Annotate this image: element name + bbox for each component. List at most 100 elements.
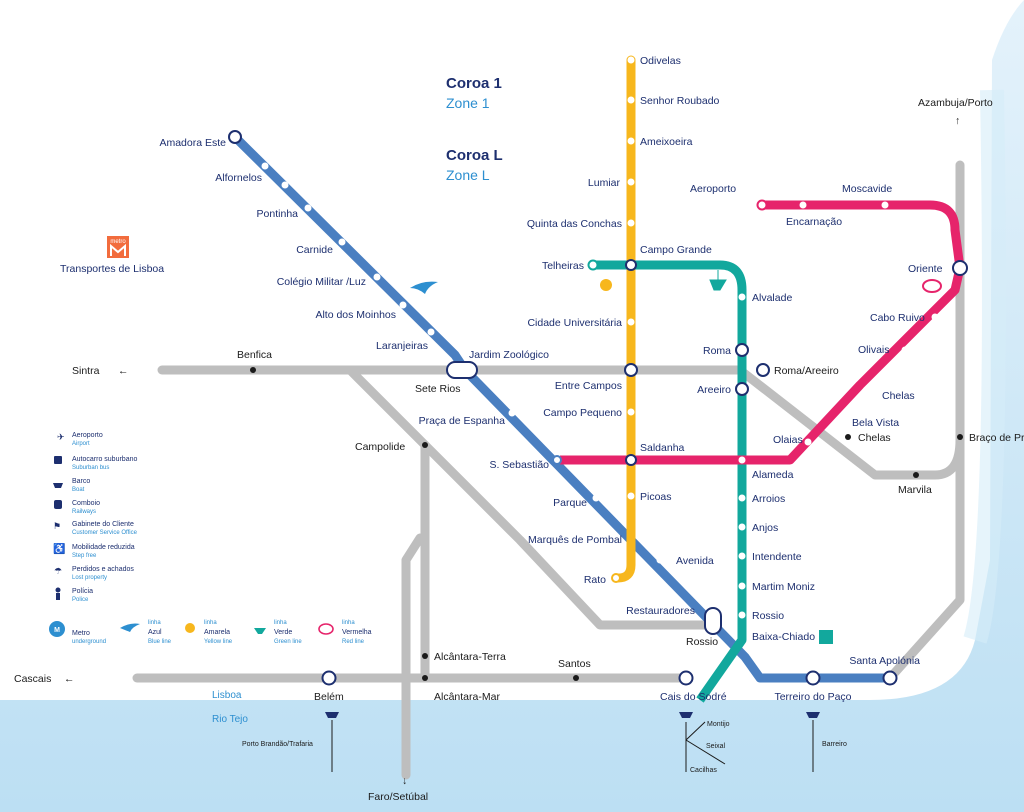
arrow-azambuja-icon: ↑ <box>955 115 960 127</box>
legend-amarela: Amarela <box>204 629 230 636</box>
station-senhor-roubado: Senhor Roubado <box>640 95 720 107</box>
legend-metro-en: underground <box>72 639 106 645</box>
legend-train-en: Railways <box>72 509 96 515</box>
blue-labels: Amadora Este Alfornelos Pontinha Carnide… <box>159 137 920 703</box>
rail-santos: Santos <box>558 658 591 670</box>
swallow-blue-icon <box>410 281 438 294</box>
ferry-montijo: Montijo <box>707 721 730 728</box>
interchanges <box>228 130 968 686</box>
legend-vermelha: Vermelha <box>342 629 372 636</box>
station-colegio-militar: Colégio Militar /Luz <box>277 276 366 288</box>
rail-belem: Belém <box>314 691 344 703</box>
blue-line <box>231 133 890 683</box>
zone1-title: Coroa 1 <box>446 75 502 92</box>
ferry-routes <box>331 720 814 772</box>
svg-text:linha: linha <box>274 620 287 626</box>
rail-chelas: Chelas <box>858 432 891 444</box>
rail-rossio: Rossio <box>686 636 718 648</box>
legend-verde: Verde <box>274 629 292 636</box>
legend-stepfree-en: Step free <box>72 553 97 559</box>
station-ameixoeira: Ameixoeira <box>640 136 693 148</box>
dest-sintra: Sintra <box>72 365 100 377</box>
sunflower-yellow-icon <box>600 279 612 291</box>
legend-police-pt: Polícia <box>72 588 93 595</box>
station-intendente: Intendente <box>752 551 802 563</box>
svg-text:linha: linha <box>204 620 217 626</box>
legend-metro-pt: Metro <box>72 630 90 637</box>
ferry-barreiro: Barreiro <box>822 741 847 748</box>
boat-green-icon <box>709 270 727 291</box>
dest-azambuja: Azambuja/Porto <box>918 97 993 109</box>
station-praca-espanha: Praça de Espanha <box>419 415 506 427</box>
green-line <box>593 260 747 703</box>
legend-lost-en: Lost property <box>72 575 107 581</box>
rail-alcantara-terra: Alcântara-Terra <box>434 651 506 663</box>
station-parque: Parque <box>553 497 587 509</box>
station-lumiar: Lumiar <box>588 177 621 189</box>
yellow-labels: Odivelas Senhor Roubado Ameixoeira Lumia… <box>527 55 720 586</box>
station-moscavide: Moscavide <box>842 183 892 195</box>
station-odivelas: Odivelas <box>640 55 681 67</box>
dest-cascais: Cascais <box>14 673 51 685</box>
station-roma: Roma <box>703 345 731 357</box>
svg-text:metro: metro <box>110 239 126 245</box>
legend-customer-pt: Gabinete do Cliente <box>72 521 134 528</box>
station-aeroporto: Aeroporto <box>690 183 736 195</box>
zoneL-subtitle: Zone L <box>446 167 490 183</box>
station-olivais: Olivais <box>858 344 890 356</box>
svg-text:⚑: ⚑ <box>53 521 61 531</box>
svg-text:Blue line: Blue line <box>148 639 172 645</box>
station-picoas: Picoas <box>640 491 672 503</box>
legend-lost-pt: Perdidos e achados <box>72 566 134 573</box>
station-restauradores: Restauradores <box>626 605 695 617</box>
svg-text:✈: ✈ <box>57 432 65 442</box>
fish-red-icon <box>922 279 942 293</box>
rail-labels: Benfica Sete Rios Campolide Roma/Areeiro… <box>14 97 1024 803</box>
red-labels: Aeroporto Encarnação Moscavide Oriente C… <box>690 183 943 446</box>
zone1-subtitle: Zone 1 <box>446 95 490 111</box>
legend-train-pt: Comboio <box>72 500 100 507</box>
station-encarnacao: Encarnação <box>786 216 842 228</box>
rail-alcantara-mar: Alcântara-Mar <box>434 691 500 703</box>
arrow-cascais-icon: ← <box>64 673 75 685</box>
station-s-sebastiao: S. Sebastião <box>489 459 549 471</box>
ferry-cacilhas: Cacilhas <box>690 767 717 774</box>
station-baixa-chiado: Baixa-Chiado <box>752 631 815 643</box>
station-carnide: Carnide <box>296 244 333 256</box>
rail-braco-prata: Braço de Prata <box>969 432 1024 444</box>
legend-police-en: Police <box>72 597 89 603</box>
rail-benfica: Benfica <box>237 349 272 361</box>
station-campo-pequeno: Campo Pequeno <box>543 407 622 419</box>
river-tejo: Rio Tejo <box>212 714 248 725</box>
station-arroios: Arroios <box>752 493 785 505</box>
station-chelas: Chelas <box>882 390 915 402</box>
station-pontinha: Pontinha <box>257 208 299 220</box>
rail-stations <box>250 367 963 681</box>
station-alvalade: Alvalade <box>752 292 792 304</box>
station-amadora-este: Amadora Este <box>159 137 226 149</box>
metro-logo: metro <box>107 236 129 258</box>
legend: ✈ Aeroporto Airport Autocarro suburbano … <box>49 432 372 645</box>
svg-text:Red line: Red line <box>342 639 365 645</box>
station-campo-grande: Campo Grande <box>640 244 712 256</box>
legend-boat-en: Boat <box>72 487 85 493</box>
boat-icon <box>325 712 820 718</box>
station-areeiro: Areeiro <box>697 384 731 396</box>
info-square-icon <box>819 630 833 644</box>
legend-bus-pt: Autocarro suburbano <box>72 456 137 463</box>
station-cabo-ruivo: Cabo Ruivo <box>870 312 925 324</box>
station-olaias: Olaias <box>773 434 803 446</box>
decorative-icons <box>410 270 942 644</box>
legend-azul: Azul <box>148 629 162 636</box>
station-marques-pombal: Marquês de Pombal <box>528 534 622 546</box>
arrow-sintra-icon: ← <box>118 365 129 377</box>
station-rossio: Rossio <box>752 610 784 622</box>
svg-text:Yellow line: Yellow line <box>204 639 233 645</box>
station-entre-campos: Entre Campos <box>555 380 622 392</box>
station-telheiras: Telheiras <box>542 260 584 272</box>
ferry-trafaria: Porto Brandão/Trafaria <box>242 741 313 748</box>
svg-text:☂: ☂ <box>54 566 62 576</box>
rail-sete-rios: Sete Rios <box>415 383 461 395</box>
station-laranjeiras: Laranjeiras <box>376 340 428 352</box>
station-avenida: Avenida <box>676 555 714 567</box>
